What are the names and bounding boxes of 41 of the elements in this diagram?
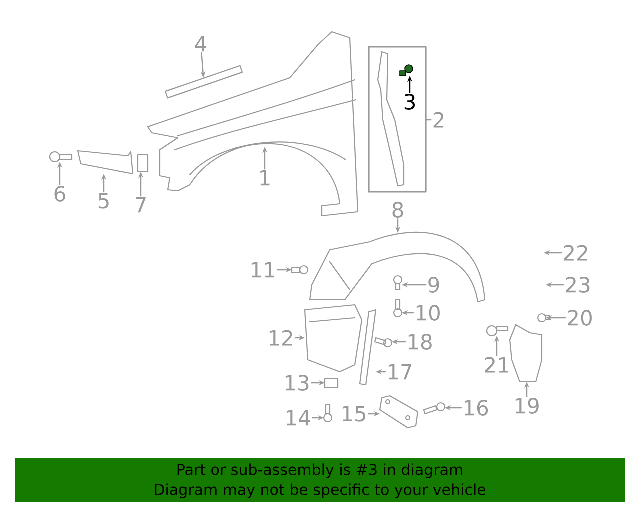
- callout-number: 18: [408, 334, 432, 350]
- banner-text: Diagram may not be specific to your vehicle: [155, 484, 486, 498]
- callout-number: 19: [516, 398, 539, 414]
- callout-number: 17: [388, 364, 412, 380]
- banner-text: Part or sub-assembly is #3 in diagram: [178, 464, 462, 478]
- bolt-drawing: [291, 265, 309, 275]
- callout-number: 3: [404, 94, 415, 110]
- clip-drawing: [324, 378, 339, 389]
- callout-number: 13: [286, 375, 309, 391]
- callout-number: 5: [98, 193, 109, 209]
- bolt-drawing: [49, 151, 73, 163]
- part-group-frame: [368, 46, 427, 193]
- plate-drawing: [379, 395, 419, 429]
- wheel-flare-drawing: [309, 232, 486, 303]
- callout-number: 22: [564, 245, 588, 261]
- bracket-drawing: [137, 154, 149, 173]
- callout-number: 12: [270, 330, 292, 346]
- callout-number: 16: [464, 400, 488, 416]
- callout-number: 15: [342, 406, 366, 422]
- callout-number: 20: [568, 310, 592, 326]
- bolt-drawing: [393, 299, 403, 318]
- fender-drawing: [147, 31, 359, 217]
- clip-drawing: [393, 275, 403, 291]
- callout-number: 11: [252, 262, 274, 278]
- bolt-drawing: [423, 402, 446, 415]
- clip-drawing: [400, 64, 414, 76]
- fender-extension-drawing: [77, 150, 134, 175]
- callout-number: 10: [416, 305, 440, 321]
- seal-strip-drawing: [359, 309, 377, 386]
- callout-number: 7: [136, 197, 146, 213]
- callout-number: 14: [286, 410, 310, 426]
- bolt-drawing: [486, 325, 509, 337]
- callout-number: 23: [566, 277, 590, 293]
- callout-number: 2: [434, 112, 444, 128]
- callout-number: 6: [54, 186, 66, 202]
- callout-number: 8: [392, 202, 404, 218]
- bolt-drawing: [323, 404, 333, 423]
- mud-flap-drawing: [509, 324, 543, 383]
- leader-line: [425, 119, 432, 121]
- callout-number: 21: [485, 357, 508, 373]
- screw-drawing: [374, 337, 393, 348]
